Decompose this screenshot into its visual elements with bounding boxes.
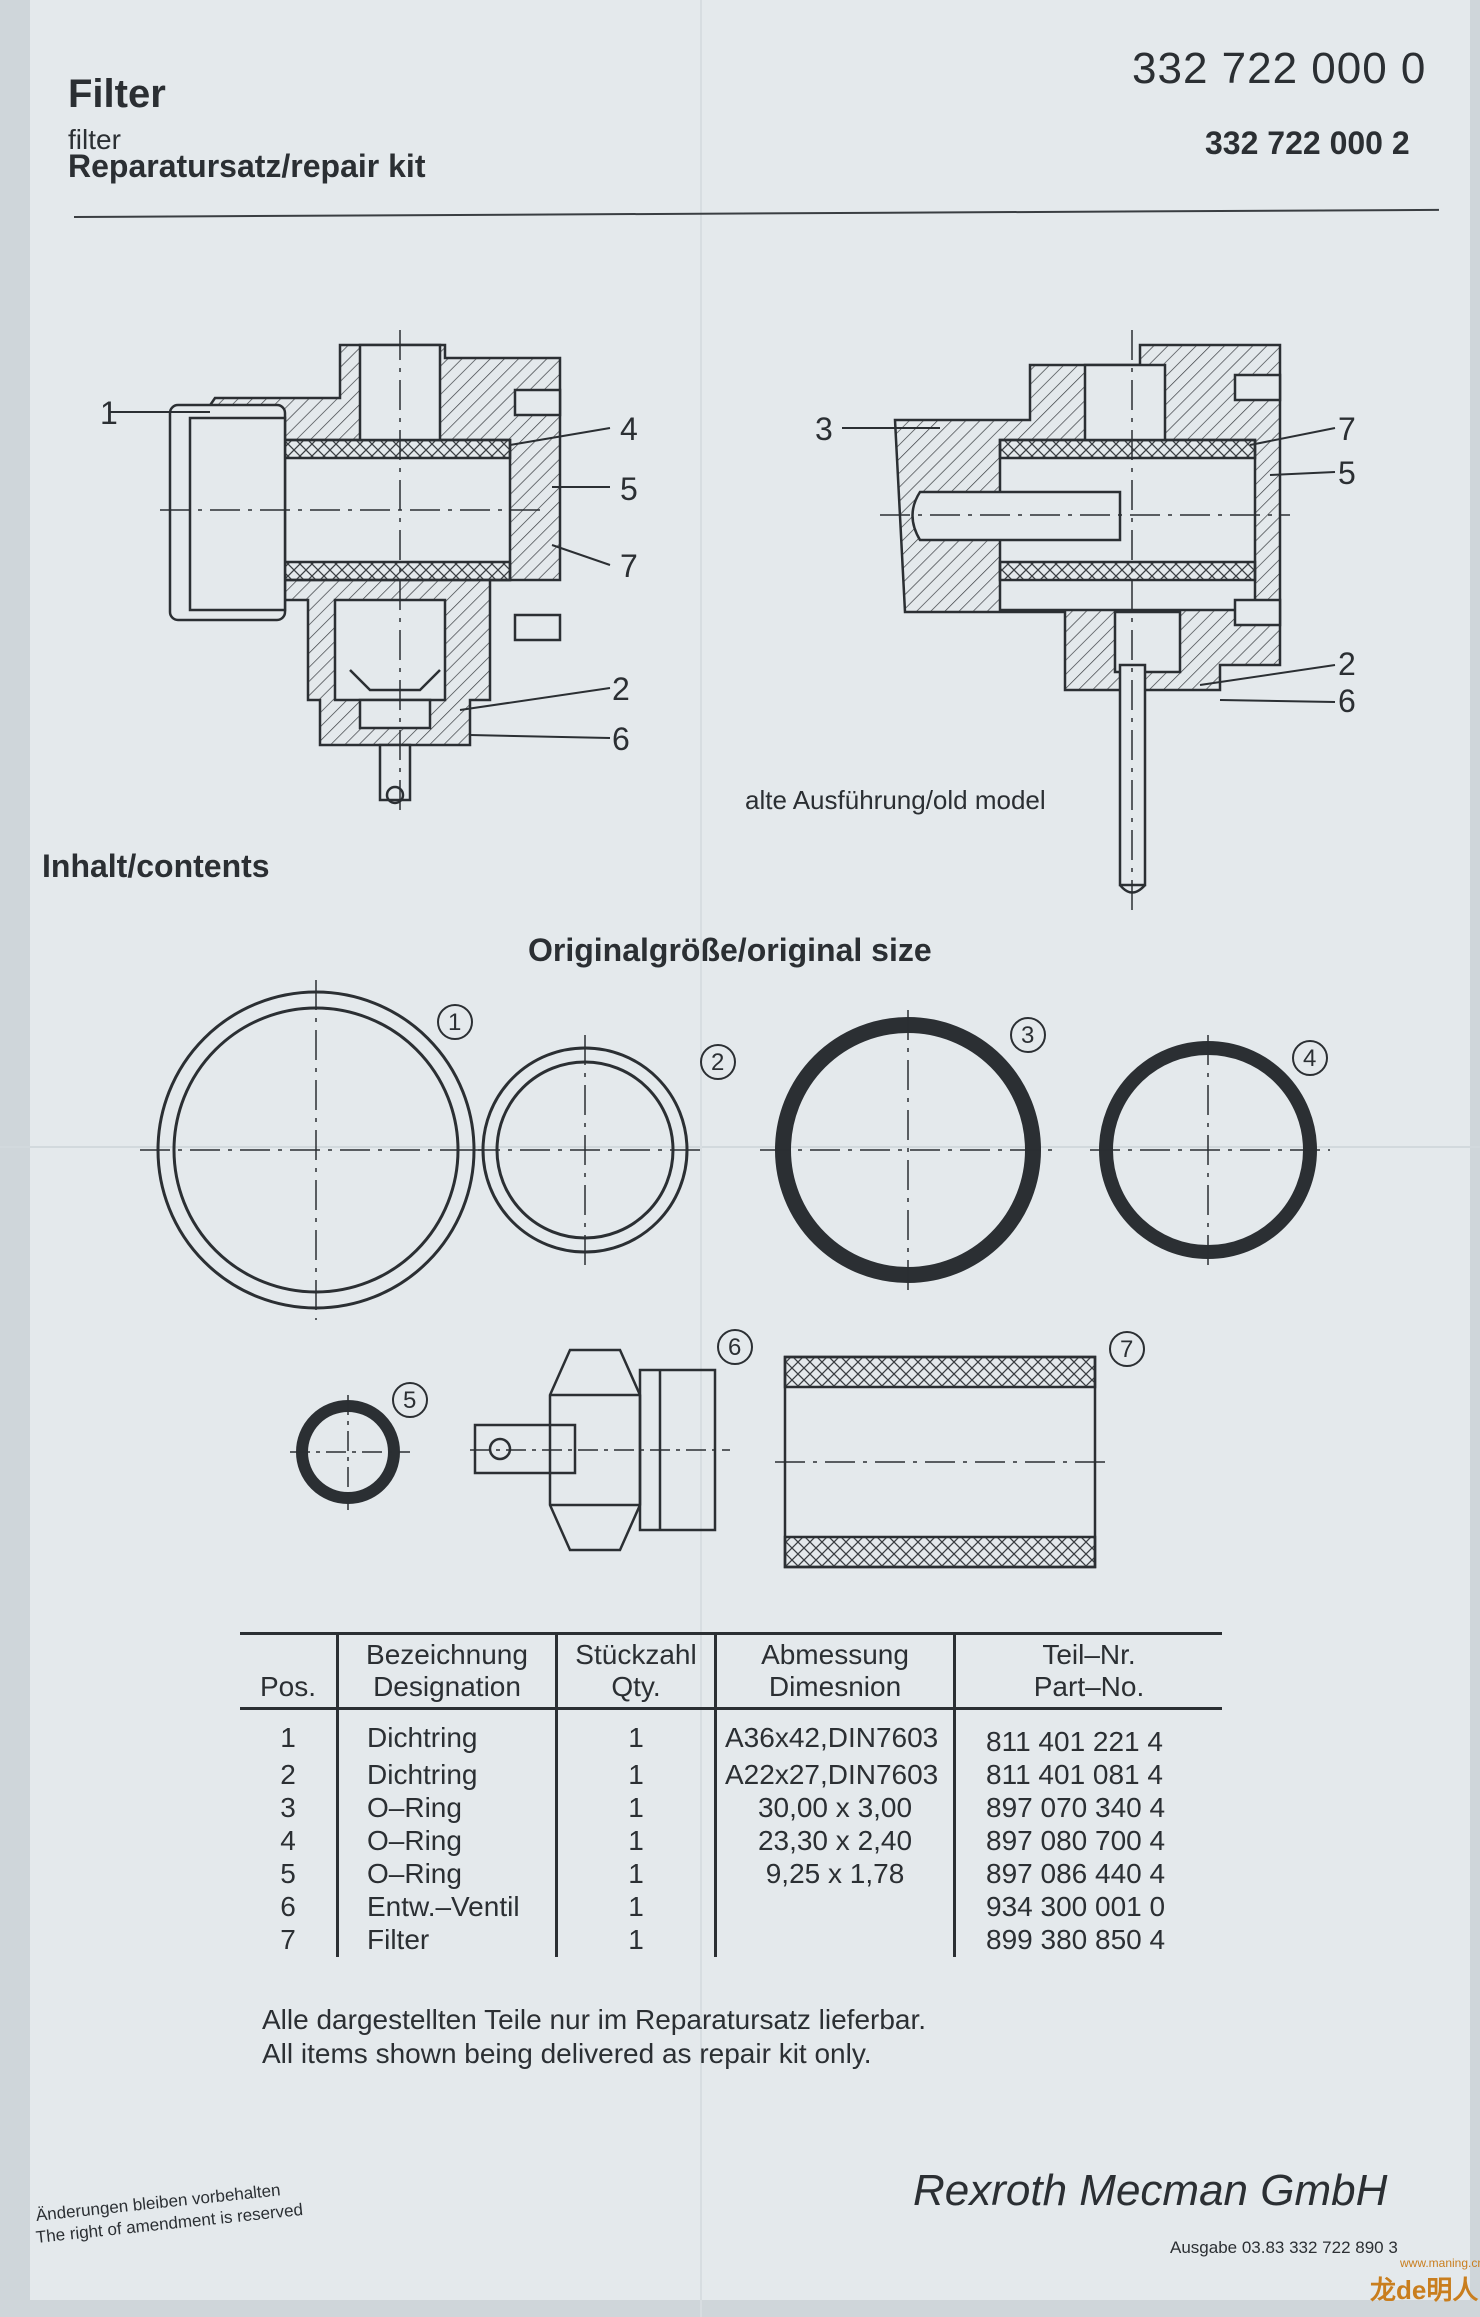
callout-label: 4 [620, 411, 638, 447]
old-model-label: alte Ausführung/old model [745, 785, 1046, 815]
part-7-filter-element [775, 1331, 1145, 1569]
item-number: 3 [1021, 1022, 1034, 1049]
original-size-heading: Originalgröße/original size [528, 932, 932, 968]
doc-subtitle: filter [68, 124, 121, 155]
callout-label: 1 [100, 395, 118, 431]
right-callout-labels: 3 7 5 2 6 [815, 411, 1356, 719]
callout-label: 7 [620, 548, 638, 584]
part-1-seal-ring [140, 980, 490, 1320]
callout-label: 6 [612, 721, 630, 757]
contents-heading: Inhalt/contents [42, 848, 270, 884]
left-callout-labels: 1 4 5 7 2 6 [100, 395, 638, 757]
item-number: 5 [403, 1387, 416, 1414]
note-german: Alle dargestellten Teile nur im Reparatu… [262, 2004, 927, 2035]
item-number: 7 [1120, 1336, 1133, 1363]
callout-label: 5 [1338, 455, 1356, 491]
watermark: 龙de明人 [1370, 2275, 1479, 2305]
item-number: 4 [1303, 1045, 1316, 1072]
part-2-seal-ring [470, 1035, 736, 1265]
part-3-o-ring [760, 1010, 1060, 1290]
note-english: All items shown being delivered as repai… [262, 2038, 872, 2069]
col-pos-header: Pos. [240, 1632, 338, 1710]
callout-label: 2 [612, 671, 630, 707]
callout-label: 2 [1338, 646, 1356, 682]
watermark-url: www.maning.cn [1400, 2256, 1480, 2270]
item-number: 6 [728, 1334, 741, 1361]
callout-label: 3 [815, 411, 833, 447]
part-number-secondary: 332 722 000 2 [1205, 125, 1410, 161]
doc-kit-label: Reparatursatz/repair kit [68, 148, 426, 184]
callout-label: 7 [1338, 411, 1356, 447]
fold-line-vertical [700, 0, 702, 2317]
doc-title: Filter [68, 72, 166, 116]
part-4-o-ring [1090, 1035, 1330, 1265]
col-partno-header: Teil–Nr.Part–No. [953, 1632, 1222, 1710]
edition-info: Ausgabe 03.83 332 722 890 3 [1170, 2238, 1398, 2257]
part-5-o-ring [290, 1382, 428, 1510]
brand-name: Rexroth Mecman GmbH [913, 2166, 1388, 2215]
item-number: 1 [448, 1009, 461, 1036]
callout-label: 6 [1338, 683, 1356, 719]
filter-assembly-drawing [110, 330, 611, 810]
item-number: 2 [711, 1049, 724, 1076]
fold-line-horizontal [0, 1146, 1480, 1148]
part-number-primary: 332 722 000 0 [1132, 44, 1427, 93]
part-6-vent-valve [470, 1329, 753, 1552]
callout-label: 5 [620, 471, 638, 507]
item-circle-labels: 1 2 3 4 5 6 7 [403, 1009, 1316, 1414]
old-model-assembly-drawing [842, 330, 1336, 910]
